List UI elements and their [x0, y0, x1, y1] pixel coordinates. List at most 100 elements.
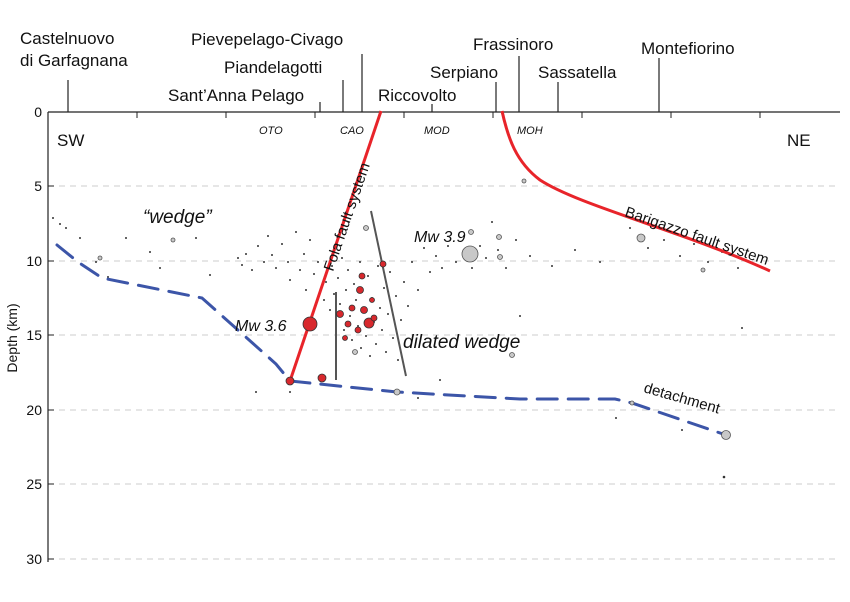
- event-grey: [721, 430, 731, 440]
- event-red: [370, 314, 378, 322]
- event-dot: [245, 253, 247, 255]
- event-dot: [389, 271, 391, 273]
- orientation-ne: NE: [787, 131, 811, 150]
- event-dot: [339, 303, 341, 305]
- y-tick-label-10: 10: [26, 253, 42, 269]
- event-grey: [393, 388, 401, 396]
- orientation-sw: SW: [57, 131, 84, 150]
- event-mw39: [461, 245, 479, 263]
- event-dot: [663, 239, 665, 241]
- fola-fault-line: [288, 110, 383, 382]
- event-dot: [295, 231, 297, 233]
- locality-castelnuovo: Castelnuovo: [20, 29, 115, 48]
- event-dot: [423, 247, 425, 249]
- event-dot: [317, 261, 319, 263]
- event-dot: [355, 299, 357, 301]
- event-red: [360, 306, 368, 314]
- unit-cao: CAO: [340, 125, 364, 137]
- event-red: [336, 310, 344, 318]
- event-dot: [359, 261, 361, 263]
- event-dot: [271, 254, 273, 256]
- event-red: [369, 297, 375, 303]
- event-dot: [313, 273, 315, 275]
- event-dot: [281, 243, 283, 245]
- event-dot: [397, 359, 399, 361]
- event-dot: [309, 239, 311, 241]
- label-detachment: detachment: [642, 380, 723, 418]
- event-dot: [333, 293, 335, 295]
- event-dot: [323, 299, 325, 301]
- detachment-line: [55, 243, 728, 437]
- event-dot: [360, 347, 362, 349]
- event-dot: [491, 221, 493, 223]
- y-tick-label-0: 0: [34, 104, 42, 120]
- event-dot: [303, 253, 305, 255]
- event-grey: [509, 352, 515, 358]
- event-dot: [305, 289, 307, 291]
- event-dot: [349, 315, 351, 317]
- event-dot: [241, 264, 243, 266]
- event-dot: [65, 227, 67, 229]
- event-grey: [496, 234, 502, 240]
- event-dot: [289, 391, 291, 393]
- event-dot: [574, 249, 576, 251]
- left-axis-ticks: [48, 111, 54, 560]
- barigazzo-fault-line: [500, 110, 771, 273]
- event-dot: [400, 319, 402, 321]
- label-dilated-wedge: dilated wedge: [403, 332, 520, 353]
- event-dot: [455, 261, 457, 263]
- event-dot: [125, 237, 127, 239]
- event-dot: [79, 237, 81, 239]
- event-dot: [237, 257, 239, 259]
- unit-oto: OTO: [259, 125, 283, 137]
- event-red: [379, 260, 387, 268]
- event-dot: [471, 267, 473, 269]
- event-dot: [599, 261, 601, 263]
- event-dot: [289, 279, 291, 281]
- locality-pointers: [67, 54, 660, 112]
- event-dot: [435, 255, 437, 257]
- event-dot: [387, 313, 389, 315]
- event-red: [363, 317, 375, 329]
- event-dot: [325, 281, 327, 283]
- event-dot: [375, 343, 377, 345]
- event-dot: [331, 265, 333, 267]
- event-mw36: [302, 316, 318, 332]
- event-red: [356, 286, 364, 294]
- event-dot: [341, 257, 343, 259]
- event-red: [344, 320, 352, 328]
- locality-sassatella: Sassatella: [538, 63, 617, 82]
- event-grey: [170, 237, 176, 243]
- event-dot: [519, 315, 521, 317]
- event-dot: [395, 295, 397, 297]
- event-dot: [337, 277, 339, 279]
- event-dot: [403, 281, 405, 283]
- fractures: [335, 210, 407, 380]
- event-dot: [485, 257, 487, 259]
- locality-labels: Castelnuovo di Garfagnana Pievepelago-Ci…: [20, 29, 735, 105]
- label-fola-fault: Fola fault system: [321, 161, 374, 274]
- event-dot: [615, 417, 617, 419]
- event-dot: [209, 274, 211, 276]
- event-dot: [441, 267, 443, 269]
- event-grey: [497, 254, 503, 260]
- event-red: [348, 304, 356, 312]
- locality-montefiorino: Montefiorino: [641, 39, 735, 58]
- event-dot: [381, 329, 383, 331]
- event-dot: [287, 261, 289, 263]
- event-dot: [693, 243, 695, 245]
- locality-serpiano: Serpiano: [430, 63, 498, 82]
- locality-piandelagotti: Piandelagotti: [224, 58, 322, 77]
- axes-frame: [47, 111, 840, 562]
- event-dot: [679, 255, 681, 257]
- event-dot: [737, 267, 739, 269]
- event-dot: [299, 269, 301, 271]
- event-dot: [347, 269, 349, 271]
- event-dot: [463, 235, 465, 237]
- locality-santanna-pelago: Sant’Anna Pelago: [168, 86, 304, 105]
- locality-pievepelago-civago: Pievepelago-Civago: [191, 30, 343, 49]
- event-dot: [551, 265, 553, 267]
- y-tick-label-15: 15: [26, 327, 42, 343]
- event-dot: [353, 283, 355, 285]
- event-dot: [345, 289, 347, 291]
